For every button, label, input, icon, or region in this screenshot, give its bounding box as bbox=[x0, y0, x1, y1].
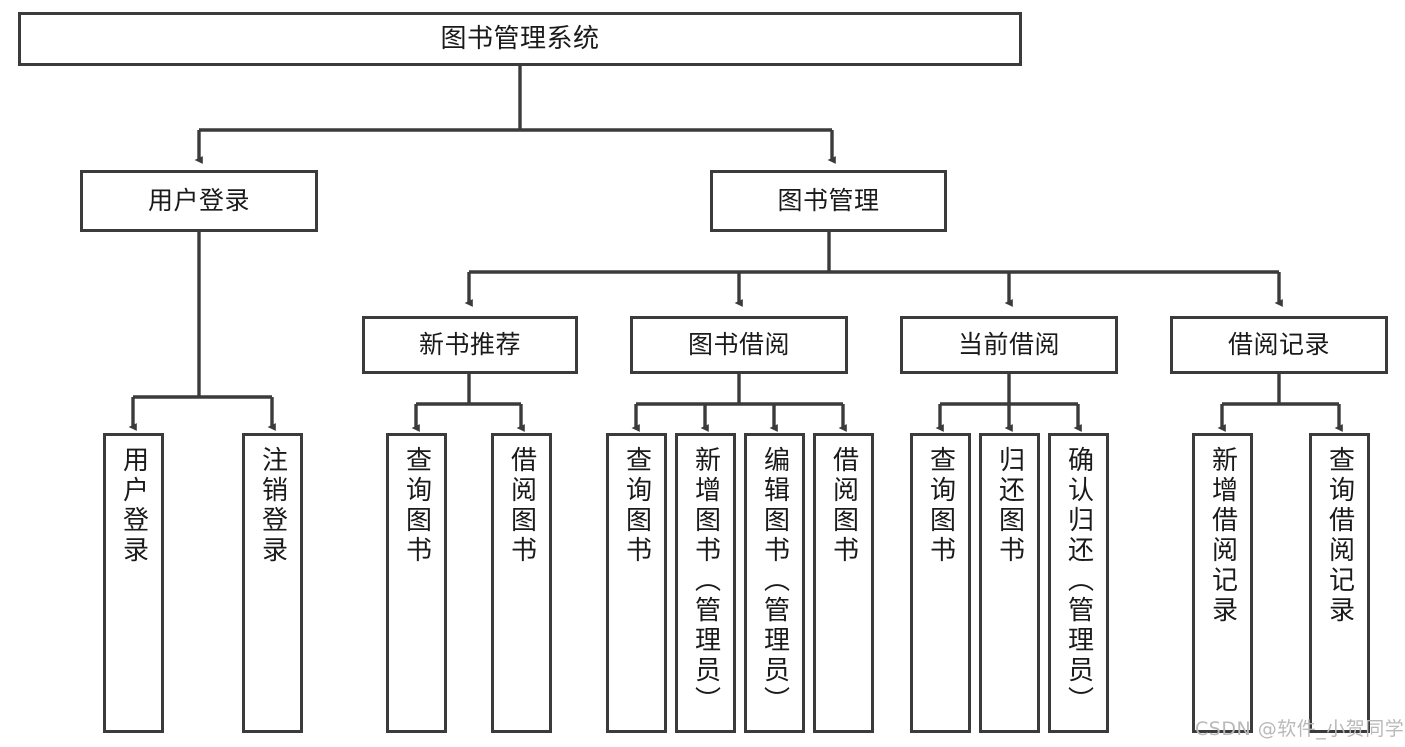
leaf-new-book-borrow[interactable]: 借阅图书 bbox=[491, 433, 552, 733]
leaf-book-borrow-add[interactable]: 新增图书（管理员） bbox=[675, 433, 736, 733]
node-label: 用户登录 bbox=[147, 186, 250, 216]
node-user-login[interactable]: 用户登录 bbox=[80, 170, 318, 232]
node-label: 查询借阅记录 bbox=[1324, 446, 1355, 626]
node-label: 新书推荐 bbox=[418, 330, 521, 360]
node-new-book-recommend[interactable]: 新书推荐 bbox=[362, 316, 578, 374]
leaf-current-borrow-return[interactable]: 归还图书 bbox=[979, 433, 1040, 733]
node-label: 查询图书 bbox=[925, 446, 956, 566]
node-label: 用户登录 bbox=[118, 446, 149, 566]
leaf-current-borrow-confirm-return[interactable]: 确认归还（管理员） bbox=[1048, 433, 1109, 733]
leaf-current-borrow-query[interactable]: 查询图书 bbox=[910, 433, 971, 733]
leaf-user-login-logout[interactable]: 注销登录 bbox=[242, 433, 303, 733]
leaf-borrow-record-query[interactable]: 查询借阅记录 bbox=[1309, 433, 1370, 733]
node-book-borrow[interactable]: 图书借阅 bbox=[630, 316, 848, 374]
node-label: 图书管理 bbox=[777, 186, 880, 216]
node-label: 借阅图书 bbox=[506, 446, 537, 566]
node-label: 图书借阅 bbox=[687, 330, 790, 360]
node-label: 归还图书 bbox=[994, 446, 1025, 566]
leaf-new-book-query[interactable]: 查询图书 bbox=[386, 433, 447, 733]
node-label: 新增图书（管理员） bbox=[690, 446, 721, 716]
node-label: 查询图书 bbox=[401, 446, 432, 566]
node-label: 借阅图书 bbox=[828, 446, 859, 566]
leaf-book-borrow-edit[interactable]: 编辑图书（管理员） bbox=[744, 433, 805, 733]
node-label: 当前借阅 bbox=[957, 330, 1060, 360]
node-root-system[interactable]: 图书管理系统 bbox=[18, 12, 1022, 66]
leaf-book-borrow-query[interactable]: 查询图书 bbox=[606, 433, 667, 733]
node-current-borrow[interactable]: 当前借阅 bbox=[900, 316, 1118, 374]
node-label: 编辑图书（管理员） bbox=[759, 446, 790, 716]
node-borrow-record[interactable]: 借阅记录 bbox=[1170, 316, 1388, 374]
node-label: 注销登录 bbox=[257, 446, 288, 566]
leaf-user-login-login[interactable]: 用户登录 bbox=[103, 433, 164, 733]
node-book-management[interactable]: 图书管理 bbox=[710, 170, 947, 232]
csdn-watermark: CSDN @软件_小贺同学 bbox=[1195, 718, 1405, 740]
node-label: 查询图书 bbox=[621, 446, 652, 566]
leaf-borrow-record-add[interactable]: 新增借阅记录 bbox=[1192, 433, 1253, 733]
node-label: 确认归还（管理员） bbox=[1063, 446, 1094, 716]
node-label: 新增借阅记录 bbox=[1207, 446, 1238, 626]
node-label: 图书管理系统 bbox=[440, 23, 600, 54]
leaf-book-borrow-borrow[interactable]: 借阅图书 bbox=[813, 433, 874, 733]
node-label: 借阅记录 bbox=[1227, 330, 1330, 360]
